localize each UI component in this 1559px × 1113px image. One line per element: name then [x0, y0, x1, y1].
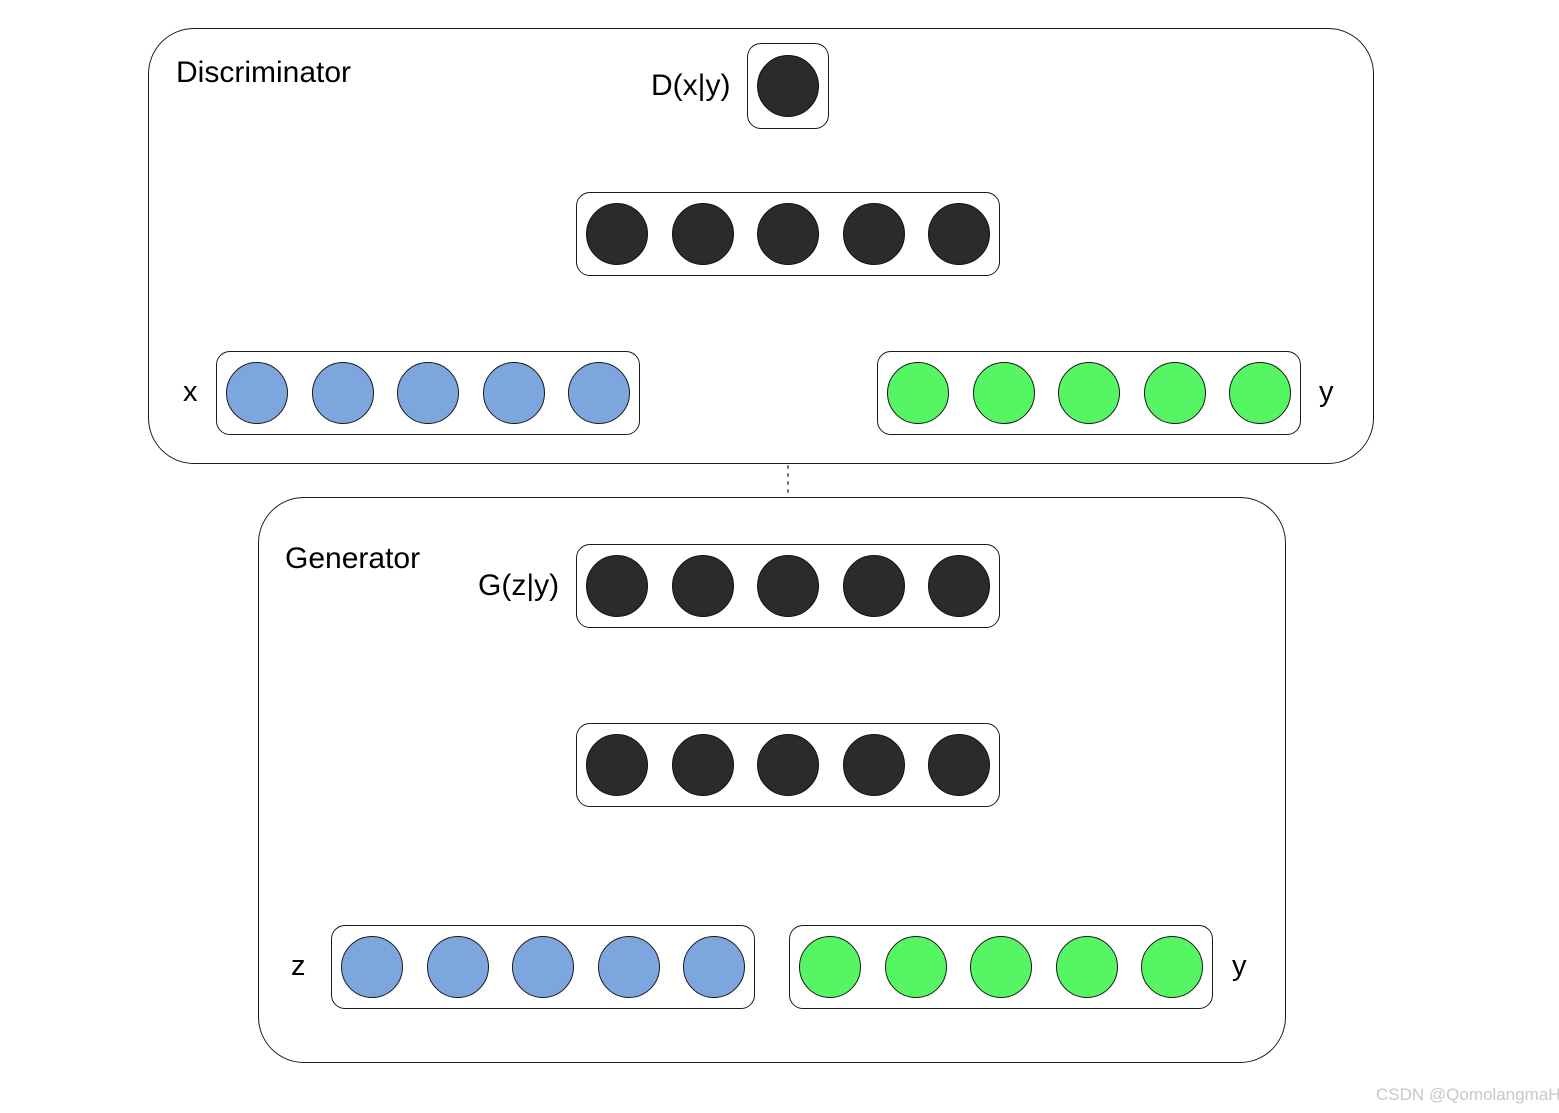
neuron [586, 203, 648, 265]
discriminator-input-x-layer [216, 351, 640, 435]
neuron [757, 203, 819, 265]
neuron-d-output [757, 55, 819, 117]
neuron [597, 936, 660, 998]
discriminator-output-label: D(x|y) [651, 69, 731, 102]
generator-output-layer [576, 544, 1000, 628]
neuron [928, 203, 990, 265]
generator-input-y-layer [789, 925, 1213, 1009]
neuron [884, 936, 947, 998]
generator-input-z-layer [331, 925, 755, 1009]
neuron [1143, 362, 1206, 424]
generator-input-y-label: y [1232, 950, 1247, 982]
neuron [1055, 936, 1118, 998]
neuron [757, 555, 819, 617]
watermark: CSDN @QomolangmaH [1376, 1085, 1559, 1104]
neuron [426, 936, 489, 998]
neuron [512, 936, 574, 998]
neuron [1229, 362, 1291, 424]
neuron [671, 203, 734, 265]
generator-title: Generator [285, 542, 421, 575]
discriminator-title: Discriminator [176, 56, 352, 89]
neuron [799, 936, 861, 998]
neuron [568, 362, 630, 424]
neuron [928, 555, 990, 617]
neuron [397, 362, 459, 424]
neuron [311, 362, 374, 424]
neuron [586, 734, 648, 796]
neuron [226, 362, 288, 424]
neuron [586, 555, 648, 617]
neuron [972, 362, 1035, 424]
input-x-label: x [183, 376, 198, 408]
neuron [482, 362, 545, 424]
neuron [671, 734, 734, 796]
neuron [683, 936, 745, 998]
neuron [671, 555, 734, 617]
neuron [887, 362, 949, 424]
generator-hidden-layer [576, 723, 1000, 807]
neuron [1141, 936, 1203, 998]
neuron [1058, 362, 1120, 424]
input-z-label: z [291, 950, 306, 982]
neuron [842, 203, 905, 265]
neuron [842, 555, 905, 617]
discriminator-output-box [747, 43, 829, 129]
neuron [757, 734, 819, 796]
discriminator-input-y-label: y [1319, 376, 1334, 408]
discriminator-input-y-layer [877, 351, 1301, 435]
generator-output-label: G(z|y) [478, 569, 560, 602]
neuron [970, 936, 1032, 998]
discriminator-hidden-layer [576, 192, 1000, 276]
neuron [928, 734, 990, 796]
neuron [341, 936, 403, 998]
neuron [842, 734, 905, 796]
